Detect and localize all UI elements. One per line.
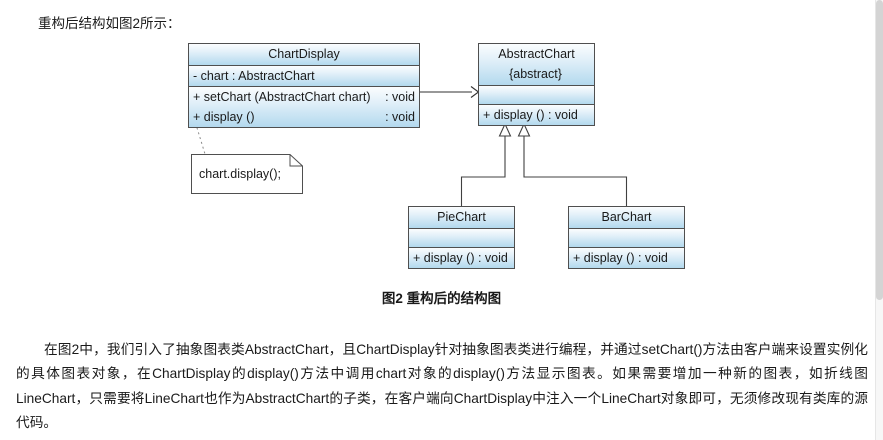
class-name-barchart: BarChart	[601, 210, 652, 224]
class-name-piechart: PieChart	[437, 210, 486, 224]
class-attributes-compartment	[569, 228, 684, 247]
method-return-type: : void	[385, 110, 415, 124]
association-chartdisplay-abstractchart	[420, 86, 480, 98]
method-return-type: : void	[385, 90, 415, 104]
note-shape-icon	[191, 154, 303, 194]
class-name-abstractchart: AbstractChart	[498, 47, 575, 61]
method-signature: + setChart (AbstractChart chart)	[193, 90, 371, 104]
class-abstract-marker: {abstract}	[509, 67, 562, 81]
uml-class-diagram: ChartDisplay - chart : AbstractChart + s…	[0, 36, 883, 288]
class-name-compartment: PieChart	[409, 207, 514, 228]
empty-attributes	[479, 86, 594, 104]
class-attributes-compartment: - chart : AbstractChart	[189, 65, 419, 86]
class-methods-compartment: + display () : void	[479, 104, 594, 125]
method-row: + display () : void	[413, 251, 508, 265]
class-attributes-compartment	[409, 228, 514, 247]
attribute-row: - chart : AbstractChart	[193, 69, 315, 83]
class-methods-compartment: + display () : void	[569, 247, 684, 268]
uml-class-barchart[interactable]: BarChart + display () : void	[568, 206, 685, 269]
generalization-barchart-abstractchart	[517, 122, 628, 206]
uml-class-abstractchart[interactable]: AbstractChart {abstract} + display () : …	[478, 43, 595, 126]
method-row: + display () : void	[189, 107, 419, 127]
class-attributes-compartment	[479, 85, 594, 104]
method-row: + setChart (AbstractChart chart) : void	[189, 87, 419, 107]
method-row: + display () : void	[483, 108, 578, 122]
class-name-chartdisplay: ChartDisplay	[268, 47, 340, 61]
uml-class-chartdisplay[interactable]: ChartDisplay - chart : AbstractChart + s…	[188, 43, 420, 128]
intro-text: 重构后结构如图2所示：	[38, 16, 181, 31]
class-methods-compartment: + display () : void	[409, 247, 514, 268]
class-name-compartment: AbstractChart {abstract}	[479, 44, 594, 85]
empty-attributes	[569, 229, 684, 247]
method-row: + display () : void	[573, 251, 668, 265]
uml-note-chart-display[interactable]: chart.display();	[191, 154, 303, 194]
body-paragraph: 在图2中，我们引入了抽象图表类AbstractChart，且ChartDispl…	[16, 341, 868, 431]
page-scrollbar-track[interactable]	[875, 0, 883, 440]
uml-class-piechart[interactable]: PieChart + display () : void	[408, 206, 515, 269]
empty-attributes	[409, 229, 514, 247]
page-scrollbar-thumb[interactable]	[876, 0, 883, 300]
generalization-piechart-abstractchart	[460, 122, 512, 206]
class-name-compartment: BarChart	[569, 207, 684, 228]
method-signature: + display ()	[193, 110, 255, 124]
figure-caption: 图2 重构后的结构图	[381, 291, 502, 306]
diagram-connectors	[193, 86, 628, 206]
class-methods-compartment: + setChart (AbstractChart chart) : void …	[189, 86, 419, 127]
note-text: chart.display();	[199, 167, 281, 181]
class-name-compartment: ChartDisplay	[189, 44, 419, 65]
